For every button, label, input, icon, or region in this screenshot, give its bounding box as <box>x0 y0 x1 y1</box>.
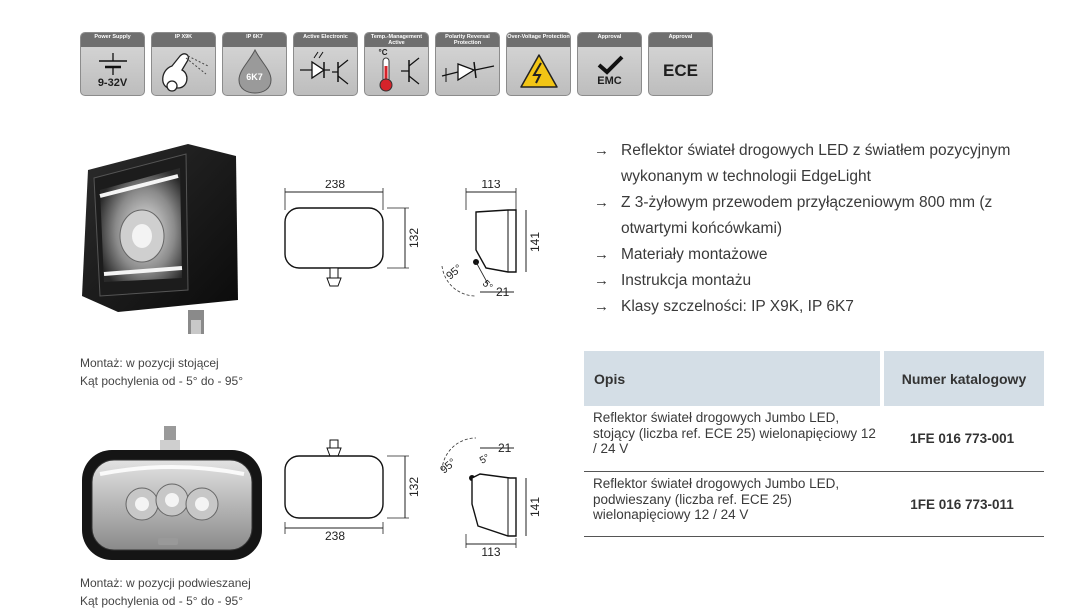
high-voltage-icon <box>519 54 558 88</box>
feature-item: →Klasy szczelności: IP X9K, IP 6K7 <box>594 294 1054 320</box>
standing-lamp-photo <box>82 144 238 334</box>
tile-caption: IP 6K7 <box>223 33 286 47</box>
bracket-label: 21 <box>496 285 510 299</box>
arrow-right-icon: → <box>594 272 609 289</box>
tile-caption: Temp.-Management Active <box>365 33 428 47</box>
tile-caption: Over-Voltage Protection <box>507 33 570 47</box>
ip-6k7-tile: IP 6K7 6K7 <box>222 32 287 96</box>
ip-x9k-tile: IP X9K <box>151 32 216 96</box>
feature-list: →Reflektor świateł drogowych LED z świat… <box>594 138 1054 320</box>
tilt-angle-small: 5° <box>480 278 495 293</box>
depth-label: 113 <box>481 180 500 191</box>
mounting-text: Montaż: w pozycji stojącej <box>80 356 219 370</box>
suspended-side-drawing: 21 95° 5° 141 113 <box>438 437 542 558</box>
standing-front-drawing: 238 132 <box>284 180 421 287</box>
arrow-right-icon: → <box>594 298 609 315</box>
table-row: Reflektor świateł drogowych Jumbo LED, s… <box>584 406 1044 472</box>
row-description: Reflektor świateł drogowych Jumbo LED, s… <box>593 410 876 456</box>
check-icon <box>597 55 623 75</box>
suspended-front-drawing: 132 238 <box>284 439 421 542</box>
row-description: Reflektor świateł drogowych Jumbo LED, p… <box>593 476 840 522</box>
depth-label: 113 <box>481 545 500 558</box>
height-label: 132 <box>407 477 421 497</box>
active-electronic-tile: Active Electronic <box>293 32 358 96</box>
tilt-angle-small: 5° <box>478 452 492 466</box>
ece-text: ECE <box>663 61 698 80</box>
battery-icon <box>98 53 127 75</box>
row-catalog-number: 1FE 016 773-001 <box>909 431 1015 446</box>
water-drop-icon <box>237 48 272 94</box>
tile-caption: IP X9K <box>152 33 215 47</box>
table-header: Opis Numer katalogowy <box>584 351 1044 406</box>
temperature-management-tile: Temp.-Management Active °C <box>364 32 429 96</box>
tilt-text: Kąt pochylenia od - 5° do - 95° <box>80 374 244 388</box>
row-catalog-number: 1FE 016 773-011 <box>910 496 1014 512</box>
height-label: 132 <box>407 228 421 248</box>
arrow-right-icon: → <box>594 246 609 263</box>
side-height-label: 141 <box>528 497 542 517</box>
tile-caption: Active Electronic <box>294 33 357 47</box>
width-label: 238 <box>325 180 345 191</box>
lamp-outline <box>284 207 384 269</box>
arrow-right-icon: → <box>594 194 609 211</box>
approval-ece-tile: Approval ECE <box>648 32 713 96</box>
approval-emc-tile: Approval EMC <box>577 32 642 96</box>
arrow-right-icon: → <box>594 142 609 159</box>
suspended-mount-caption: Montaż: w pozycji podwieszanej Kąt pochy… <box>80 574 251 610</box>
celsius-label: °C <box>378 48 388 57</box>
header-catalog-number: Numer katalogowy <box>884 351 1044 406</box>
suspended-lamp-photo <box>82 426 262 560</box>
bracket-label: 21 <box>498 441 512 455</box>
feature-item: →Reflektor świateł drogowych LED z świat… <box>594 138 1054 190</box>
emc-label: EMC <box>597 75 622 87</box>
led-diode-icon <box>299 51 348 85</box>
feature-item: →Materiały montażowe <box>594 242 1054 268</box>
voltage-range: 9-32V <box>97 77 128 89</box>
header-description: Opis <box>584 351 880 406</box>
diode-icon <box>441 61 494 82</box>
width-label: 238 <box>325 529 345 542</box>
tile-caption: Polarity Reversal Protection <box>436 33 499 47</box>
tilt-angle-large: 95° <box>444 262 464 282</box>
polarity-reversal-tile: Polarity Reversal Protection <box>435 32 500 96</box>
over-voltage-tile: Over-Voltage Protection <box>506 32 571 96</box>
mounting-text: Montaż: w pozycji podwieszanej <box>80 576 251 590</box>
tilt-angle-large: 95° <box>438 456 458 476</box>
power-supply-tile: Power Supply 9-32V <box>80 32 145 96</box>
tile-caption: Power Supply <box>81 33 144 47</box>
feature-item: →Z 3-żyłowym przewodem przyłączeniowym 8… <box>594 190 1054 242</box>
standing-mount-caption: Montaż: w pozycji stojącej Kąt pochyleni… <box>80 354 243 390</box>
tile-caption: Approval <box>578 33 641 47</box>
standing-side-drawing: 113 141 95° 5° 21 <box>441 180 542 299</box>
table-row: Reflektor świateł drogowych Jumbo LED, p… <box>584 472 1044 537</box>
feature-item: →Instrukcja montażu <box>594 268 1054 294</box>
pressure-washer-icon <box>161 53 208 92</box>
feature-icon-strip: Power Supply 9-32V IP X9K IP 6K7 <box>80 32 713 96</box>
side-height-label: 141 <box>528 232 542 252</box>
ip-rating-label: 6K7 <box>246 72 263 82</box>
tile-caption: Approval <box>649 33 712 47</box>
catalog-table: Opis Numer katalogowy Reflektor świateł … <box>584 351 1044 537</box>
thermometer-icon <box>379 57 419 92</box>
tilt-text: Kąt pochylenia od - 5° do - 95° <box>80 594 244 608</box>
